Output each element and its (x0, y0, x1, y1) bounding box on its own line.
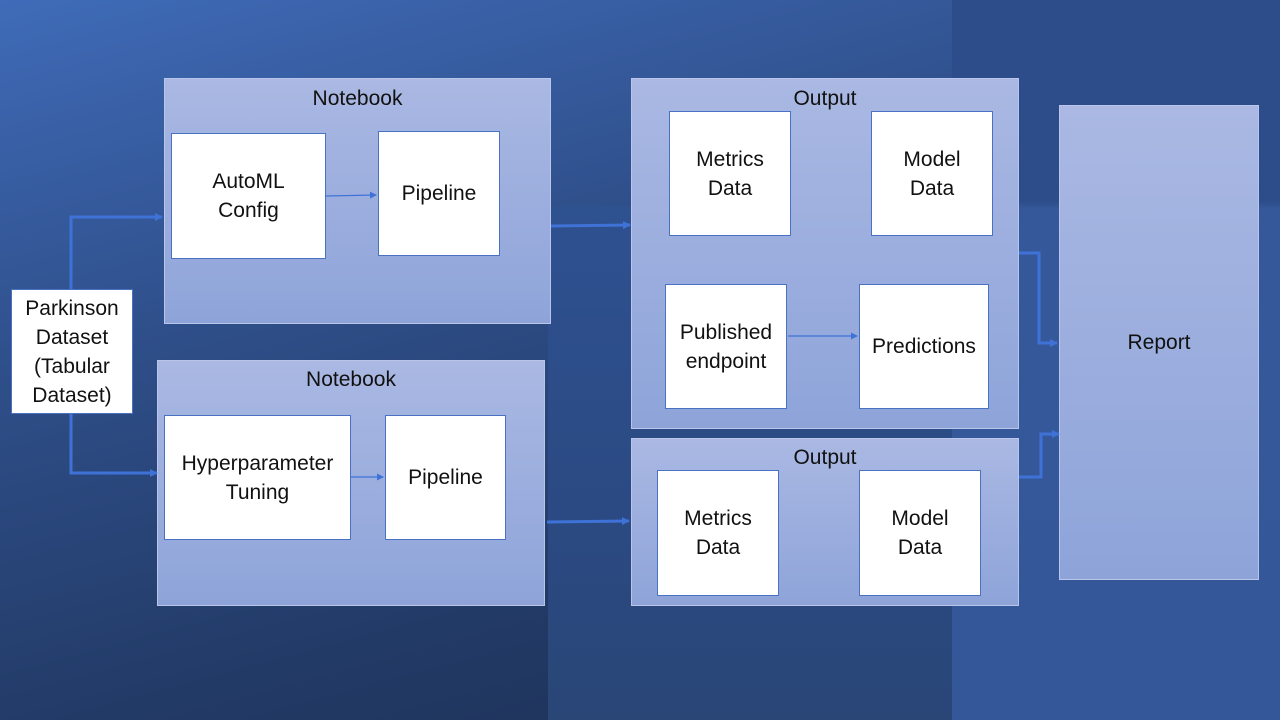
report-label: Report (1127, 330, 1191, 354)
published-endpoint-box: Published endpoint (665, 284, 787, 409)
metrics-data-box-top: Metrics Data (669, 111, 791, 236)
arrow-dataset-to-notebook-top (69, 213, 163, 289)
arrow-notebook-top-to-output-top (550, 221, 631, 230)
report-panel: Report (1059, 105, 1259, 580)
arrow-dataset-to-notebook-bottom (69, 414, 158, 477)
pipeline-box-bottom: Pipeline (385, 415, 506, 540)
arrow-notebook-bottom-to-output-bottom (546, 517, 630, 526)
predictions-box: Predictions (859, 284, 989, 409)
output-title-bottom: Output (793, 446, 857, 469)
automl-config-box: AutoML Config (171, 133, 326, 259)
model-data-box-top: Model Data (871, 111, 993, 236)
pipeline-box-top: Pipeline (378, 131, 500, 256)
arrow-output-bottom-to-report (1019, 430, 1060, 479)
output-title-top: Output (793, 87, 857, 110)
model-data-box-bottom: Model Data (859, 470, 981, 596)
notebook-title-top: Notebook (312, 87, 403, 110)
parkinson-dataset-box: Parkinson Dataset (Tabular Dataset) (11, 289, 133, 414)
arrow-output-top-to-report (1019, 251, 1058, 347)
hyperparameter-tuning-box: Hyperparameter Tuning (164, 415, 351, 540)
metrics-data-box-bottom: Metrics Data (657, 470, 779, 596)
notebook-title-bottom: Notebook (306, 368, 396, 391)
arrow-automl-to-pipeline (325, 191, 377, 199)
